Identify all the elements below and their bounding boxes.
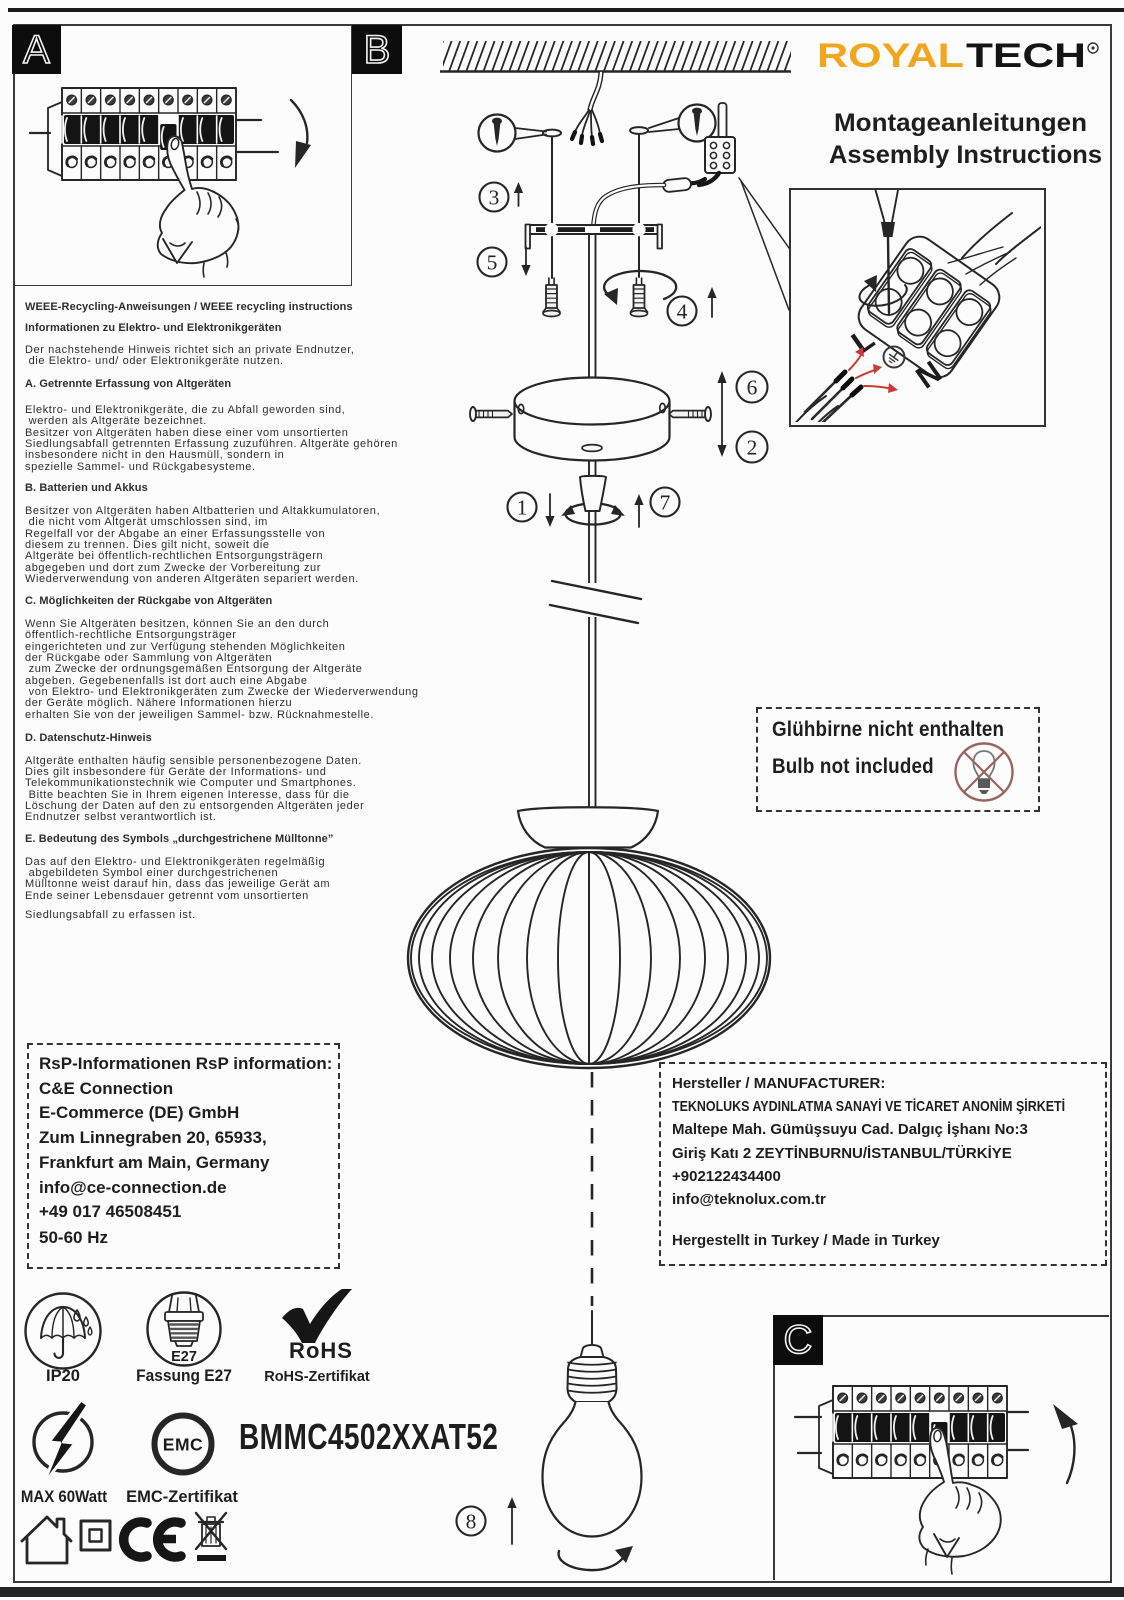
svg-text:8: 8 [466,1509,477,1533]
svg-text:Assembly Instructions: Assembly Instructions [829,141,1102,169]
svg-text:7: 7 [660,490,671,514]
svg-text:2: 2 [747,435,758,459]
svg-text:3: 3 [489,185,500,209]
svg-text:5: 5 [487,250,498,274]
svg-text:E27: E27 [171,1349,197,1365]
svg-text:6: 6 [747,375,758,399]
svg-text:ROYAL: ROYAL [817,37,964,75]
svg-text:4: 4 [677,299,688,323]
svg-text:EMC: EMC [163,1435,203,1455]
svg-text:1: 1 [517,495,528,519]
svg-text:TECH: TECH [966,37,1086,75]
svg-text:Montageanleitungen: Montageanleitungen [834,109,1087,137]
